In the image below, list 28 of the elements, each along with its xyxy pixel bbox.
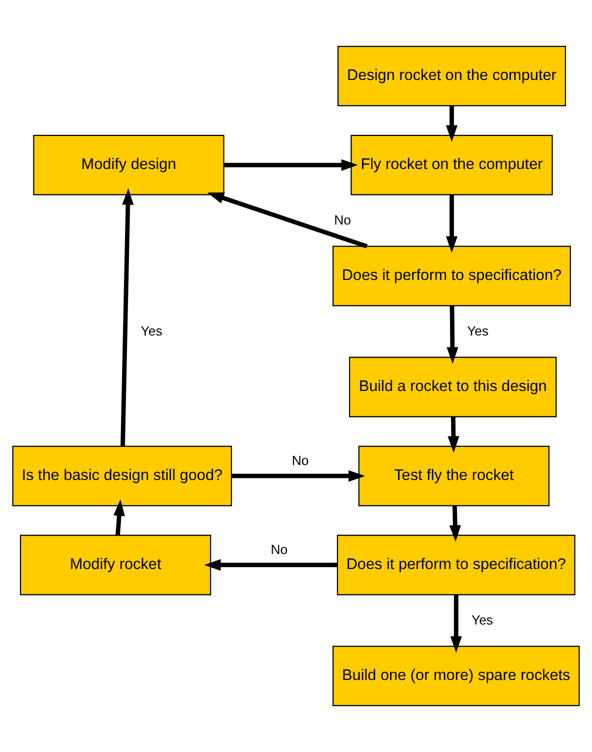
node-box: Is the basic design still good? bbox=[12, 446, 232, 506]
node-box: Does it perform to specification? bbox=[336, 534, 576, 596]
edge-label: No bbox=[334, 212, 352, 228]
arrow bbox=[204, 559, 338, 571]
arrow bbox=[446, 106, 458, 142]
node-box: Build one (or more) spare rockets bbox=[332, 646, 580, 706]
arrow bbox=[446, 306, 458, 364]
node-box: Design rocket on the computer bbox=[337, 46, 566, 106]
arrow bbox=[232, 470, 366, 482]
arrow bbox=[449, 506, 461, 542]
arrow bbox=[113, 499, 125, 536]
node-box: Build a rocket to this design bbox=[349, 356, 557, 418]
node-box: Fly rocket on the computer bbox=[350, 134, 553, 196]
node-box: Test fly the rocket bbox=[358, 446, 550, 506]
arrow bbox=[446, 194, 458, 253]
edge-label: No bbox=[292, 453, 309, 468]
arrow bbox=[120, 188, 134, 446]
node-box: Modify rocket bbox=[20, 534, 212, 596]
arrow bbox=[450, 594, 462, 653]
edge-label: Yes bbox=[140, 323, 162, 338]
node-box: Does it perform to specification? bbox=[332, 246, 571, 306]
edge-label: Yes bbox=[467, 323, 489, 338]
edge-label: Yes bbox=[472, 612, 494, 628]
arrow bbox=[224, 159, 358, 171]
edge-label: No bbox=[270, 542, 288, 558]
node-box: Modify design bbox=[33, 134, 224, 196]
arrow bbox=[448, 416, 460, 453]
arrow bbox=[207, 192, 368, 248]
